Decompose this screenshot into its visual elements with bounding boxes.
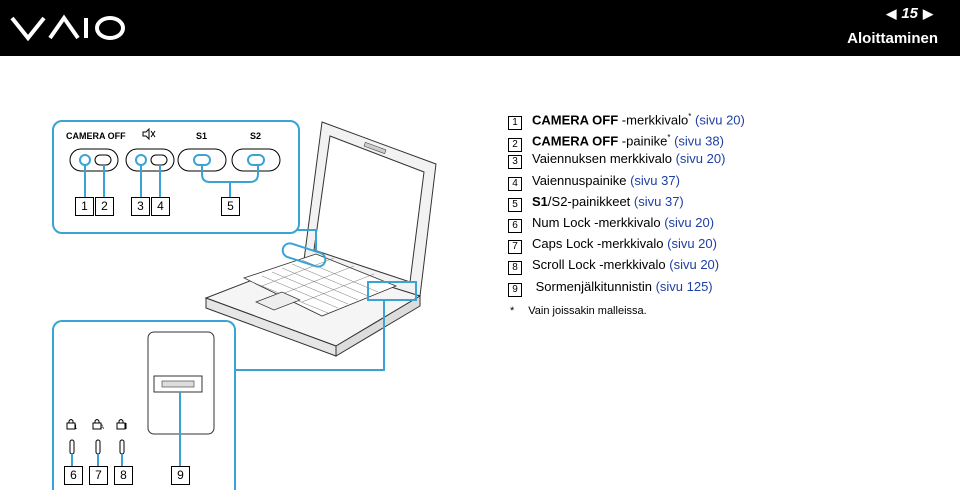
indicator-panel-drawing (69, 331, 215, 470)
button-panel: CAMERA OFF S1 S2 1 2 3 4 5 (52, 120, 300, 234)
page-reference-link[interactable]: (sivu 125) (655, 278, 713, 294)
scroll-lock-icon (116, 418, 128, 433)
page-reference-link[interactable]: (sivu 20) (667, 236, 717, 252)
callout-2: 2 (95, 197, 114, 216)
page-reference-link[interactable]: (sivu 20) (669, 257, 720, 273)
svg-text:1: 1 (74, 425, 78, 430)
vaio-logo-graphic (10, 14, 125, 42)
legend-item: 9 Sormenjälkitunnistin (sivu 125) (508, 276, 745, 297)
page-reference-link[interactable]: (sivu 37) (630, 172, 680, 188)
callout-7: 7 (89, 466, 108, 485)
num-lock-icon: 1 (66, 418, 78, 433)
s1-label: S1 (196, 131, 208, 141)
next-page-arrow-icon[interactable]: ▶ (923, 6, 933, 21)
callout-1: 1 (75, 197, 94, 216)
page-header: ◀ 15 ▶ Aloittaminen (0, 0, 960, 56)
callout-8: 8 (114, 466, 133, 485)
page-reference-link[interactable]: (sivu 20) (675, 151, 726, 167)
indicator-panel: 1 A 6 7 8 9 (52, 320, 236, 490)
callout-4: 4 (151, 197, 170, 216)
s2-label: S2 (250, 131, 262, 141)
previous-page-arrow-icon[interactable]: ◀ (886, 6, 897, 21)
mute-label-icon (142, 127, 156, 142)
caps-lock-icon: A (92, 418, 104, 433)
camera-off-label: CAMERA OFF (66, 131, 126, 141)
svg-text:A: A (100, 425, 104, 430)
footnote: *Vain joissakin malleissa. (510, 305, 647, 317)
page-number: 15 (901, 5, 918, 22)
laptop-illustration (204, 121, 437, 371)
callout-3: 3 (131, 197, 150, 216)
callout-5: 5 (221, 197, 240, 216)
page-reference-link[interactable]: (sivu 37) (633, 193, 684, 209)
page-reference-link[interactable]: (sivu 20) (695, 112, 745, 128)
button-panel-drawing (69, 148, 281, 197)
section-title: Aloittaminen (847, 30, 938, 47)
page-navigation: ◀ 15 ▶ (881, 5, 938, 22)
page-reference-link[interactable]: (sivu 38) (674, 133, 724, 149)
callout-9: 9 (171, 466, 190, 485)
page-reference-link[interactable]: (sivu 20) (664, 214, 715, 230)
callout-6: 6 (64, 466, 83, 485)
vaio-logo (8, 10, 128, 51)
